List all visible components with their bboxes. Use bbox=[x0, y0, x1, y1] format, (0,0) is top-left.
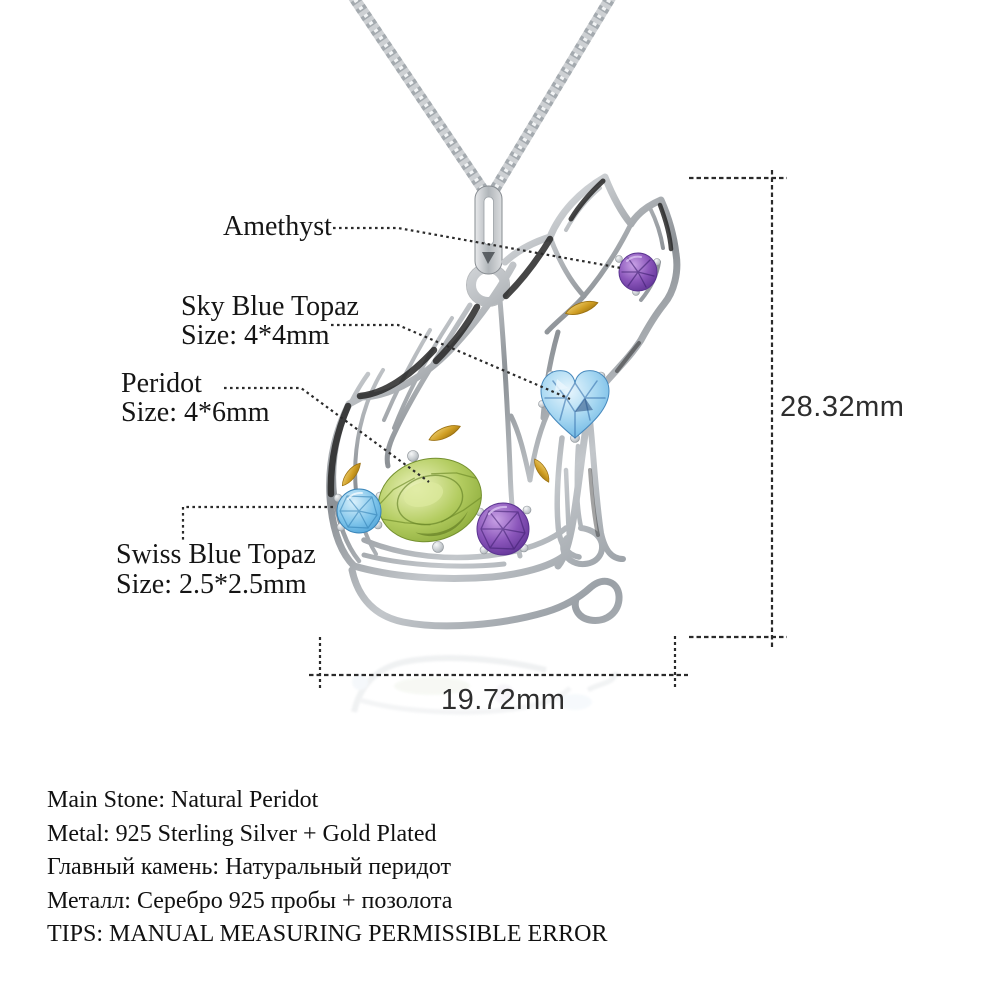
swiss-blue-topaz-stone bbox=[336, 488, 382, 534]
amethyst-callout-label: Amethyst bbox=[223, 212, 332, 241]
cat-outline bbox=[326, 173, 681, 630]
sky-blue-topaz-label-text: Sky Blue Topaz bbox=[181, 291, 359, 322]
spec-metal-ru: Металл: Серебро 925 пробы + позолота bbox=[47, 887, 453, 914]
amethyst-round-stone bbox=[476, 502, 530, 556]
necklace-chain bbox=[348, 0, 616, 198]
spec-metal: Metal: 925 Sterling Silver + Gold Plated bbox=[47, 820, 437, 847]
annotations bbox=[181, 170, 787, 690]
spec-tips: TIPS: MANUAL MEASURING PERMISSIBLE ERROR bbox=[47, 921, 608, 947]
peridot-label-text: Peridot bbox=[121, 368, 202, 399]
chain-left-strand bbox=[348, 0, 491, 198]
peridot-size-text: Size: 4*6mm bbox=[121, 397, 270, 428]
callout-line-amethyst bbox=[333, 226, 622, 270]
sky-blue-topaz-callout-label: Sky Blue Topaz Size: 4*4mm bbox=[181, 292, 359, 350]
chain-right-strand bbox=[487, 0, 616, 197]
gold-leaf bbox=[426, 421, 463, 445]
callout-line-swiss-blue-topaz bbox=[181, 505, 333, 540]
callout-line-sky-blue-topaz bbox=[331, 323, 571, 401]
sky-blue-topaz-heart-stone bbox=[540, 370, 610, 439]
pendant-reflection bbox=[351, 655, 619, 715]
amethyst-label-text: Amethyst bbox=[223, 211, 332, 242]
amethyst-stone-head bbox=[618, 252, 658, 292]
spec-main-stone: Main Stone: Natural Peridot bbox=[47, 787, 319, 813]
peridot-callout-label: Peridot Size: 4*6mm bbox=[121, 369, 270, 427]
swiss-blue-topaz-label-text: Swiss Blue Topaz bbox=[116, 539, 316, 570]
width-dimension-label: 19.72mm bbox=[441, 684, 566, 716]
product-specs: Main Stone: Natural Peridot Metal: 925 S… bbox=[47, 784, 608, 952]
gold-leaf bbox=[531, 456, 553, 485]
cat-pendant bbox=[326, 173, 681, 630]
pendant-bail bbox=[474, 185, 503, 275]
peridot-oval-stone bbox=[378, 457, 482, 543]
gold-leaf bbox=[337, 460, 365, 489]
swiss-blue-topaz-callout-label: Swiss Blue Topaz Size: 2.5*2.5mm bbox=[116, 540, 316, 600]
sky-blue-topaz-size-text: Size: 4*4mm bbox=[181, 320, 330, 351]
callout-line-peridot bbox=[224, 386, 430, 483]
height-dimension-label: 28.32mm bbox=[780, 391, 905, 423]
metal-shadow-accents bbox=[327, 178, 674, 537]
swiss-blue-topaz-size-text: Size: 2.5*2.5mm bbox=[116, 569, 307, 600]
spec-main-stone-ru: Главный камень: Натуральный перидот bbox=[47, 854, 451, 880]
